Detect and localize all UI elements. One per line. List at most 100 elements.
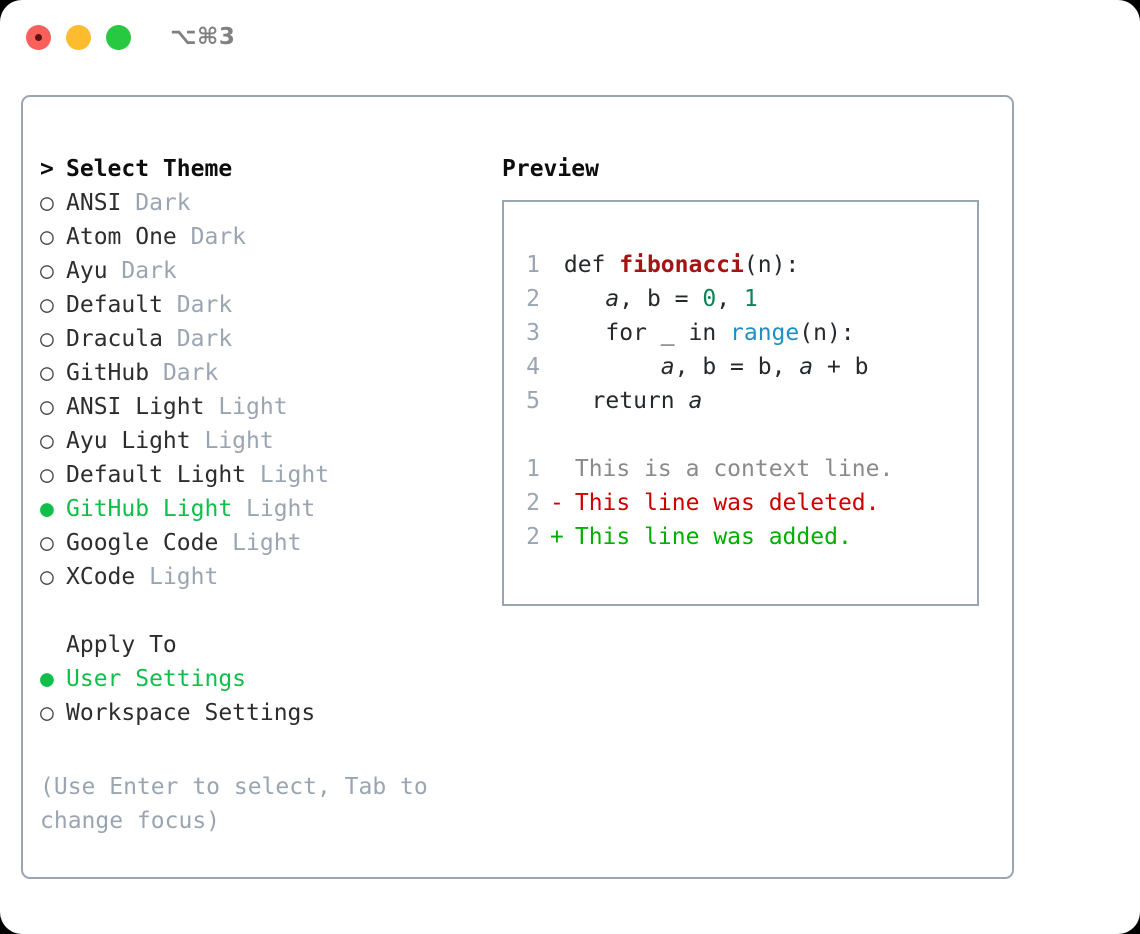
theme-variant-badge: Light <box>246 462 330 488</box>
radio-unselected-icon: ○ <box>40 360 54 386</box>
theme-variant-badge: Light <box>232 496 316 522</box>
theme-list-item[interactable]: ○ Dracula Dark <box>40 322 490 356</box>
radio-unselected-icon: ○ <box>40 700 54 726</box>
preview-column: Preview 1 def fibonacci(n):2 a, b = 0, 1… <box>502 152 997 606</box>
code-token-plain: return <box>591 388 689 414</box>
hint-spacer <box>40 730 490 764</box>
line-number: 1 <box>526 456 540 482</box>
radio-selected-icon: ● <box>40 496 54 522</box>
content-panel: >Select Theme ○ANSI Dark○Atom One Dark○A… <box>21 95 1014 879</box>
radio-unselected-icon: ○ <box>40 258 54 284</box>
code-token-plain: (n): <box>799 320 855 346</box>
theme-list-item[interactable]: ○ ANSI Dark <box>40 186 490 220</box>
code-token-plain: (n): <box>743 252 800 278</box>
line-number: 2 <box>526 524 540 550</box>
theme-list-item[interactable]: ○Default Dark <box>40 288 490 322</box>
code-diff-gap <box>518 418 977 452</box>
theme-list-item[interactable]: ○Atom One Dark <box>40 220 490 254</box>
diff-text: This line was added. <box>561 524 852 550</box>
list-spacer <box>40 594 490 628</box>
theme-variant-badge: Dark <box>162 292 233 318</box>
code-token-plain: , b = <box>619 286 703 312</box>
line-number: 2 <box>526 286 540 312</box>
code-indent <box>550 320 605 346</box>
theme-list-item[interactable]: ● GitHub Light Light <box>40 492 490 526</box>
theme-variant-badge: Light <box>204 394 288 420</box>
theme-selector-column: >Select Theme ○ANSI Dark○Atom One Dark○A… <box>40 152 490 838</box>
theme-name: Default Light <box>66 462 247 488</box>
radio-unselected-icon: ○ <box>40 564 54 590</box>
theme-list-item[interactable]: ○ Ayu Light Light <box>40 424 490 458</box>
radio-unselected-icon: ○ <box>40 190 54 216</box>
theme-name: ANSI <box>66 190 122 216</box>
minimize-button[interactable] <box>66 25 91 50</box>
code-token-num: 1 <box>743 286 758 312</box>
apply-to-header: Apply To <box>40 628 490 662</box>
theme-list-item[interactable]: ○GitHub Dark <box>40 356 490 390</box>
code-token-var: a <box>660 354 675 380</box>
prompt-caret-icon: > <box>40 156 54 182</box>
theme-list-item[interactable]: ○ANSI Light Light <box>40 390 490 424</box>
diff-sample: 1 This is a context line.2- This line wa… <box>518 452 977 554</box>
apply-to-title: Apply To <box>66 632 177 658</box>
preview-title: Preview <box>502 156 599 182</box>
line-number: 5 <box>526 388 540 414</box>
code-token-plain: def <box>563 252 620 278</box>
code-line: 4 a, b = b, a + b <box>518 350 977 384</box>
theme-variant-badge: Light <box>190 428 274 454</box>
theme-variant-badge: Dark <box>121 190 191 216</box>
theme-list-item[interactable]: ○ XCode Light <box>40 560 490 594</box>
theme-variant-badge: Dark <box>162 326 233 352</box>
theme-name: XCode <box>66 564 136 590</box>
theme-list-item[interactable]: ○Google Code Light <box>40 526 490 560</box>
code-indent <box>550 252 564 278</box>
radio-unselected-icon: ○ <box>40 462 54 488</box>
code-indent <box>550 354 661 380</box>
code-line: 1 def fibonacci(n): <box>518 248 977 282</box>
theme-list-item[interactable]: ○ Default Light Light <box>40 458 490 492</box>
maximize-button[interactable] <box>106 25 131 50</box>
apply-to-list: ● User Settings ○Workspace Settings <box>40 662 490 730</box>
line-number: 4 <box>526 354 540 380</box>
apply-to-item[interactable]: ● User Settings <box>40 662 490 696</box>
theme-list: ○ANSI Dark○Atom One Dark○Ayu Dark○Defaul… <box>40 186 490 594</box>
theme-name: Default <box>66 292 163 318</box>
theme-list-item[interactable]: ○Ayu Dark <box>40 254 490 288</box>
theme-variant-badge: Light <box>135 564 219 590</box>
close-button[interactable] <box>26 25 51 50</box>
diff-marker: + <box>550 524 564 550</box>
code-token-plain: for _ in <box>605 320 731 346</box>
theme-name: Ayu Light <box>66 428 191 454</box>
keyboard-shortcut-label: ⌥⌘3 <box>170 24 236 50</box>
diff-text: This is a context line. <box>561 456 894 482</box>
diff-line: 1 This is a context line. <box>518 452 977 486</box>
apply-to-label: User Settings <box>66 666 247 692</box>
diff-line: 2 + This line was added. <box>518 520 977 554</box>
code-token-num: 0 <box>702 286 717 312</box>
select-theme-header: >Select Theme <box>40 152 490 186</box>
diff-line: 2- This line was deleted. <box>518 486 977 520</box>
title-bar: ⌥⌘3 <box>0 0 1140 76</box>
keyboard-hint: (Use Enter to select, Tab to change focu… <box>40 774 428 834</box>
diff-marker: - <box>550 490 564 516</box>
theme-variant-badge: Dark <box>107 258 177 284</box>
theme-name: GitHub Light <box>66 496 233 522</box>
theme-variant-badge: Dark <box>149 360 219 386</box>
radio-unselected-icon: ○ <box>40 224 54 250</box>
code-token-fn: fibonacci <box>619 252 744 278</box>
theme-variant-badge: Light <box>218 530 302 556</box>
theme-name: Dracula <box>66 326 163 352</box>
line-number: 1 <box>526 252 540 278</box>
radio-unselected-icon: ○ <box>40 326 54 352</box>
code-token-var: a <box>688 388 703 414</box>
code-line: 2 a, b = 0, 1 <box>518 282 977 316</box>
code-line: 5 return a <box>518 384 977 418</box>
apply-to-item[interactable]: ○Workspace Settings <box>40 696 490 730</box>
radio-selected-icon: ● <box>40 666 54 692</box>
theme-name: ANSI Light <box>66 394 205 420</box>
code-line: 3 for _ in range(n): <box>518 316 977 350</box>
radio-unselected-icon: ○ <box>40 428 54 454</box>
